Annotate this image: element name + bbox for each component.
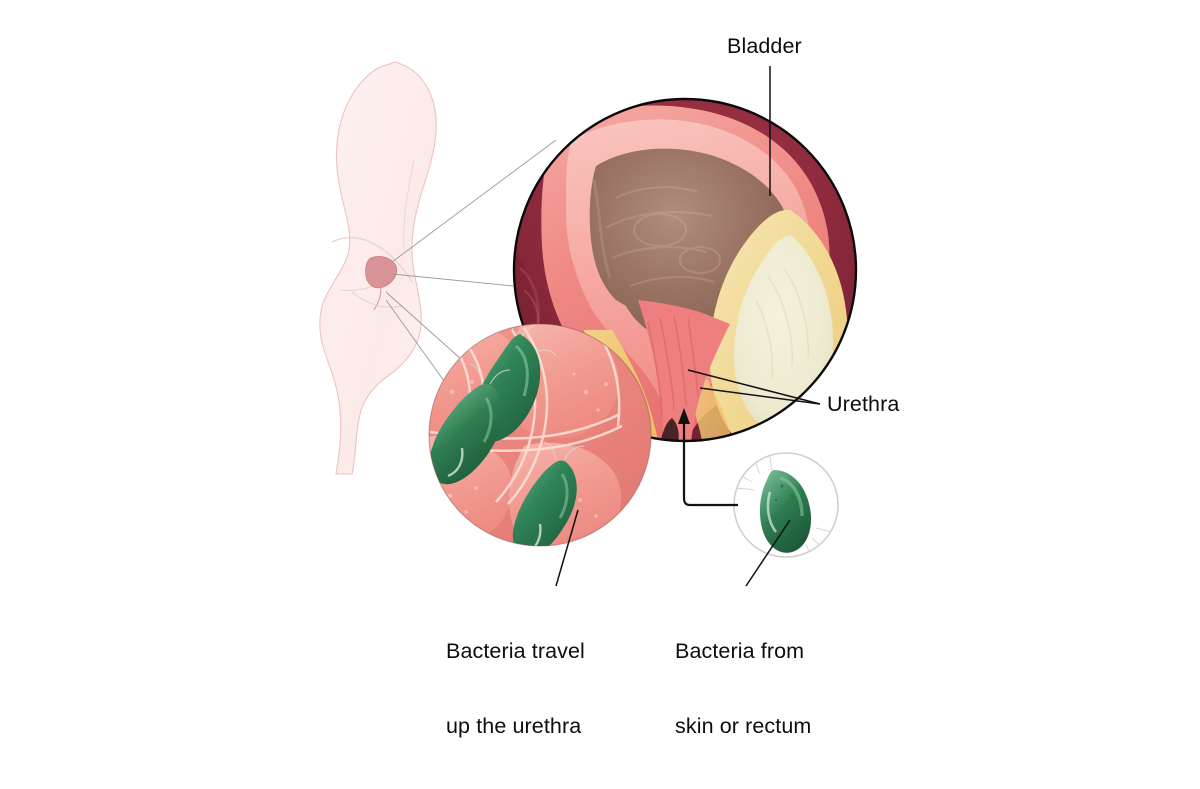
illustration-canvas: Bladder Urethra Bacteria travel up the u… bbox=[319, 34, 900, 738]
infection-path-arrow bbox=[678, 408, 738, 507]
medical-illustration bbox=[319, 61, 858, 587]
leader-bacteria-source bbox=[745, 519, 791, 587]
bacterium-2 bbox=[429, 363, 511, 485]
label-bacteria-source-line1: Bacteria from bbox=[675, 639, 805, 663]
leader-urethra-b bbox=[687, 369, 821, 405]
urethra-region bbox=[638, 300, 730, 441]
magnifier-callout-lines bbox=[385, 139, 557, 393]
label-urethra: Urethra bbox=[827, 392, 900, 416]
label-bacteria-source: Bacteria from skin or rectum bbox=[675, 589, 811, 789]
label-bacteria-travel: Bacteria travel up the urethra bbox=[446, 589, 585, 789]
leader-bacteria-travel bbox=[555, 509, 579, 587]
bacterium-body bbox=[759, 470, 812, 553]
body-urethra-marker bbox=[373, 287, 382, 311]
leader-urethra-a bbox=[699, 387, 821, 405]
body-silhouette bbox=[319, 61, 437, 475]
label-leader-lines bbox=[555, 66, 821, 587]
bacterium-3 bbox=[512, 441, 585, 546]
arrowhead bbox=[678, 408, 690, 424]
label-bacteria-travel-line1: Bacteria travel bbox=[446, 639, 585, 663]
label-bacteria-source-line2: skin or rectum bbox=[675, 714, 812, 738]
urethral-opening bbox=[661, 418, 679, 441]
body-bladder-marker bbox=[365, 256, 398, 289]
label-bladder: Bladder bbox=[727, 34, 802, 58]
single-bacterium-circle bbox=[733, 452, 839, 558]
label-bacteria-travel-line2: up the urethra bbox=[446, 714, 582, 738]
